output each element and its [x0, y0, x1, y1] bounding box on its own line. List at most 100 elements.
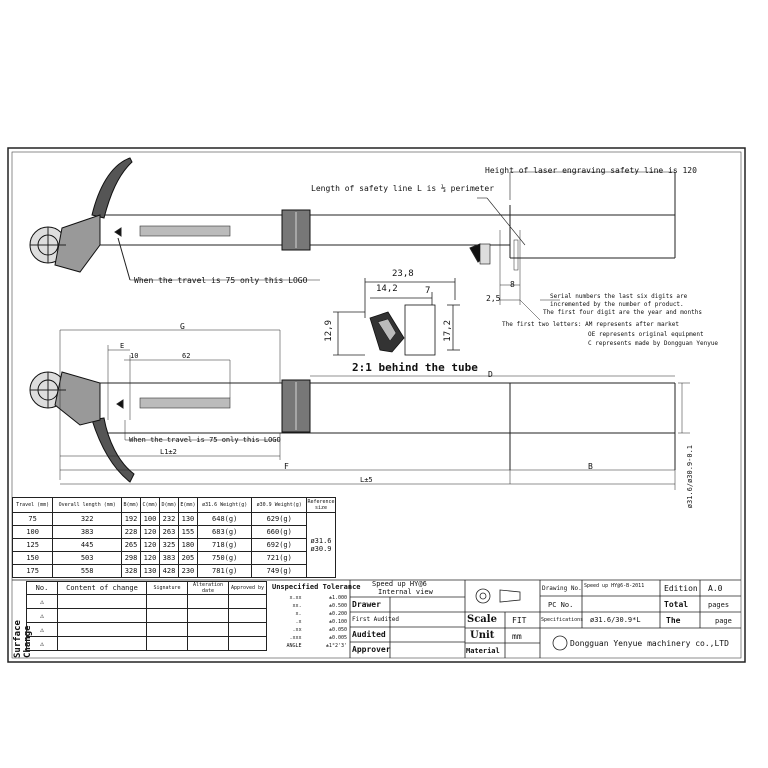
dim-l-2: L1±2 [160, 448, 177, 456]
dim-14-2: 14,2 [376, 284, 398, 294]
serial-note-5: OE represents original equipment [588, 331, 704, 338]
spec-header: B(mm) [121, 497, 142, 513]
table-cell [228, 608, 267, 623]
table-cell [57, 636, 147, 651]
spec-header: D(mm) [158, 497, 179, 513]
the-label: The [666, 616, 681, 625]
table-cell: 322 [52, 512, 123, 526]
dim-d: D [488, 370, 493, 379]
speed-up-label: Speed up HY@6 [372, 580, 427, 588]
edition-label: Edition [664, 584, 698, 593]
material-label: Material [466, 647, 500, 655]
edition-value: A.0 [708, 584, 723, 593]
table-cell: ±1°2'3' [325, 643, 347, 649]
table-cell: 125 [11, 538, 54, 552]
table-row: ⚠ [26, 636, 267, 651]
table-cell: 325 [158, 538, 179, 552]
warning-triangle-icon: ⚠ [26, 636, 58, 651]
sheet-inner-border [11, 151, 742, 659]
sheet-border [7, 147, 746, 663]
serial-note-4: The first two letters: AM represents aft… [502, 321, 680, 328]
behind-tube-note: 2:1 behind the tube [352, 361, 478, 374]
table-cell: 683(g) [196, 525, 253, 539]
approver-label: Approver [352, 645, 391, 654]
table-cell [57, 622, 147, 637]
tolerance-title: Unspecified Tolerance [272, 583, 361, 591]
table-cell: 692(g) [251, 538, 307, 552]
safety-line-note: Length of safety line L is ⅓ perimeter [311, 184, 495, 193]
spec-header: ø30.9 Weight(g) [251, 497, 307, 513]
table-row: x. ±0.200 [270, 610, 349, 618]
dim-62: 62 [182, 352, 191, 360]
table-cell: x. [295, 611, 302, 617]
dim-l-5: L±5 [360, 476, 373, 484]
dim-10: 10 [130, 352, 139, 360]
spec-header: Reference size [306, 497, 336, 513]
table-cell: xx. [292, 603, 302, 609]
table-cell [146, 636, 188, 651]
table-cell: 120 [140, 538, 160, 552]
table-cell: ±0.200 [328, 611, 347, 617]
dim-diameter: ø31.6/ø30.9-0.1 [686, 445, 694, 509]
table-cell: 503 [52, 551, 123, 565]
table-cell: ±0.005 [328, 635, 347, 641]
spec-table: Travel (mm) Overall length (mm) B(mm) C(… [11, 497, 336, 578]
change-header: Signature [146, 581, 188, 595]
table-cell [187, 636, 229, 651]
table-cell: 629(g) [251, 512, 307, 526]
table-cell: 130 [177, 512, 198, 526]
table-cell [146, 608, 188, 623]
dim-12-9: 12,9 [324, 320, 334, 342]
change-table: No. Content of change Signature Alterati… [26, 581, 267, 651]
table-cell [57, 594, 147, 609]
total-label: Total [664, 600, 689, 609]
table-cell: 130 [140, 564, 160, 578]
table-cell: 180 [177, 538, 198, 552]
dim-b: B [588, 462, 593, 471]
table-cell: 781(g) [196, 564, 253, 578]
table-cell: 120 [140, 551, 160, 565]
table-cell: 192 [121, 512, 142, 526]
table-row: .xxx±0.005 [270, 634, 349, 642]
dim-23-8: 23,8 [392, 269, 414, 279]
table-row: 125 445 265 120 325 180 718(g) 692(g) [11, 538, 336, 552]
internal-view-label: Internal view [378, 588, 433, 596]
change-header: Content of change [57, 581, 147, 595]
table-cell: 718(g) [196, 538, 253, 552]
unit-value: mm [512, 632, 522, 641]
travel-logo-note-bottom: When the travel is 75 only this LOGO [129, 436, 281, 444]
drawing-no-label: Drawing No. [542, 585, 582, 592]
table-cell [187, 622, 229, 637]
table-cell [187, 608, 229, 623]
serial-note-1: Serial numbers the last six digits are [550, 293, 688, 300]
company-name: Dongguan Yenyue machinery co.,LTD [570, 639, 729, 648]
dim-17-2: 17,2 [443, 320, 453, 342]
spec-header: Travel (mm) [11, 497, 54, 513]
table-cell: 175 [11, 564, 54, 578]
dim-8: 8 [510, 280, 515, 289]
table-cell: 749(g) [251, 564, 307, 578]
table-cell: 445 [52, 538, 123, 552]
table-cell: 75 [11, 512, 54, 526]
serial-note-2: incremented by the number of product. [550, 301, 684, 308]
table-row: ANGLE±1°2'3' [270, 642, 349, 650]
table-cell: 100 [140, 512, 160, 526]
table-cell: 265 [121, 538, 142, 552]
table-row: ⚠ [26, 594, 267, 609]
top-seatpost [29, 157, 676, 321]
table-row: ⚠ [26, 608, 267, 623]
table-cell: 232 [158, 512, 179, 526]
change-header: Approved by [228, 581, 267, 595]
table-cell: 383 [158, 551, 179, 565]
total-value: pages [708, 601, 730, 609]
table-cell: 721(g) [251, 551, 307, 565]
table-row: 100 383 228 120 263 155 683(g) 660(g) [11, 525, 336, 539]
table-cell: 660(g) [251, 525, 307, 539]
table-cell [187, 594, 229, 609]
spec-header: C(mm) [140, 497, 160, 513]
title-block-lines [12, 579, 741, 658]
table-row: 150 503 298 120 383 205 750(g) 721(g) [11, 551, 336, 565]
table-cell [228, 594, 267, 609]
scale-value: FIT [512, 616, 527, 625]
